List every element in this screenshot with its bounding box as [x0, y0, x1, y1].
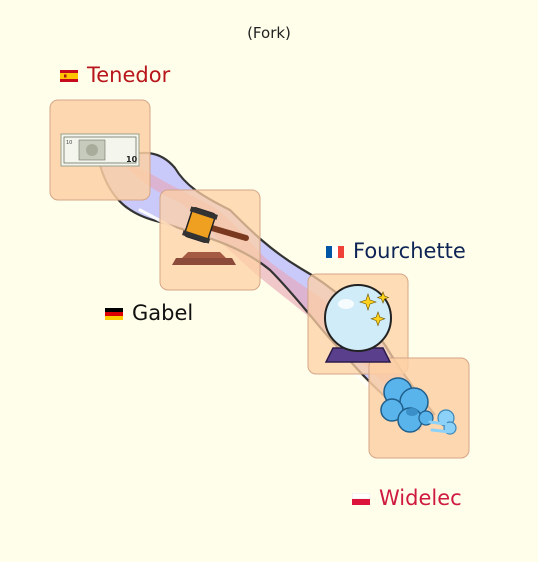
- label-spanish: Tenedor: [60, 63, 170, 87]
- svg-text:10: 10: [126, 155, 138, 164]
- label-french-text: Fourchette: [353, 239, 466, 263]
- label-polish: Widelec: [351, 486, 462, 510]
- label-polish-text: Widelec: [379, 486, 462, 510]
- svg-text:10: 10: [66, 140, 72, 146]
- flag-poland-icon: [351, 486, 371, 510]
- wind-cloud-icon: [380, 377, 457, 435]
- caption: (Fork): [247, 24, 291, 42]
- label-german: Gabel: [105, 301, 193, 325]
- flag-france-icon: [326, 239, 344, 263]
- flag-germany-icon: [105, 301, 123, 325]
- gavel-icon: [172, 206, 249, 265]
- dollar-bill-icon: 10 10: [60, 133, 140, 167]
- label-german-text: Gabel: [132, 301, 194, 325]
- label-french: Fourchette: [326, 239, 466, 263]
- crystal-ball-icon: [324, 284, 392, 363]
- flag-spain-icon: [60, 63, 78, 87]
- label-spanish-text: Tenedor: [87, 63, 171, 87]
